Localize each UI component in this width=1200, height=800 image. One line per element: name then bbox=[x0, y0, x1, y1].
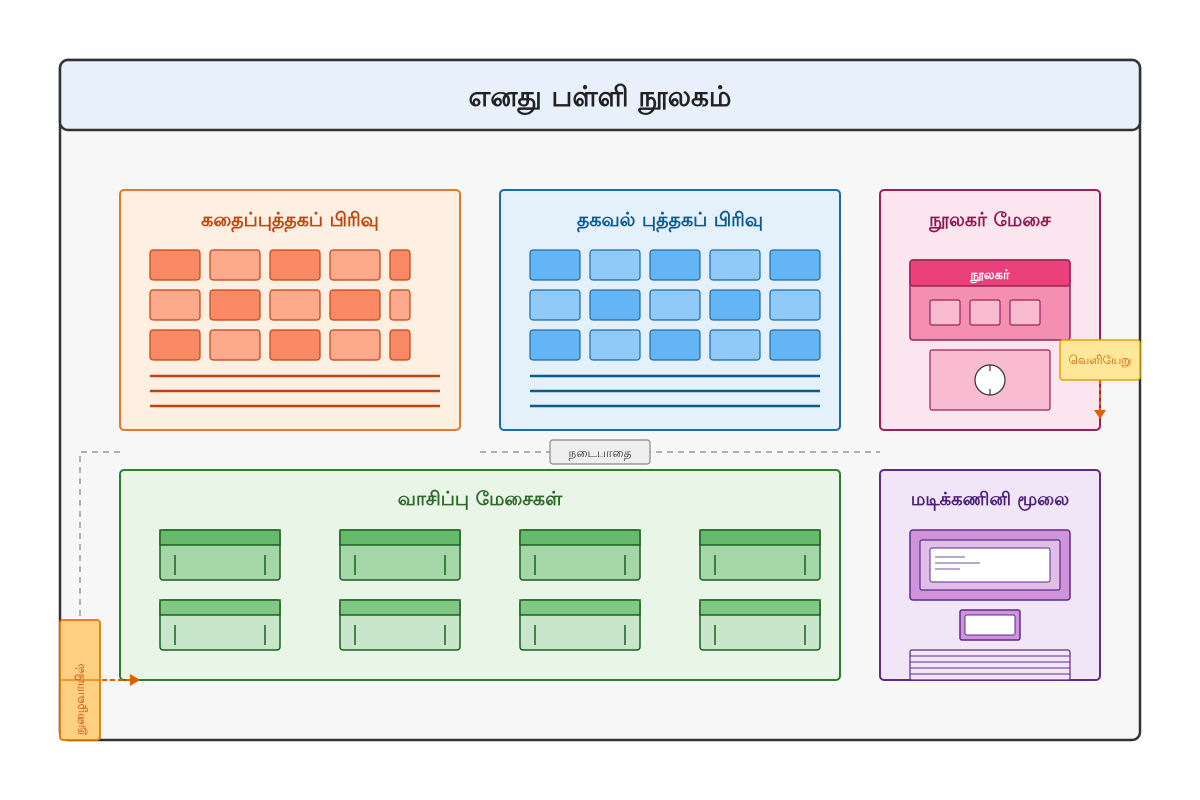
entrance-label: நுழைவாயில் bbox=[73, 664, 88, 735]
shelf-book bbox=[389, 329, 411, 361]
librarian-desk-header bbox=[909, 259, 1071, 287]
reading-table bbox=[339, 599, 461, 651]
entrance-marker: நுழைவாயில் bbox=[59, 619, 140, 741]
laptop-keypad bbox=[964, 614, 1016, 636]
librarian-zone-title: நூலகர் மேசை bbox=[928, 209, 1051, 233]
shelf-book bbox=[649, 249, 701, 281]
shelf-book bbox=[769, 249, 821, 281]
reading-table bbox=[519, 529, 641, 581]
nonfiction-zone: தகவல் புத்தகப் பிரிவு bbox=[499, 189, 841, 431]
shelf-book bbox=[649, 329, 701, 361]
reading-table bbox=[519, 599, 641, 651]
reading-table bbox=[159, 599, 281, 651]
walkway-path bbox=[79, 451, 880, 700]
nonfiction-shelves bbox=[529, 249, 821, 361]
desk-drawer bbox=[1009, 299, 1041, 326]
shelf-book bbox=[269, 249, 321, 281]
shelf-book bbox=[709, 249, 761, 281]
fiction-zone-title: கதைப்புத்தகப் பிரிவு bbox=[201, 209, 379, 233]
fiction-zone: கதைப்புத்தகப் பிரிவு bbox=[119, 189, 461, 431]
exit-label: வெளியேறு bbox=[1069, 353, 1132, 368]
shelf-book bbox=[209, 249, 261, 281]
librarian-zone: நூலகர் மேசை நூலகர் bbox=[879, 189, 1101, 431]
nonfiction-lines bbox=[530, 374, 820, 408]
shelf-book bbox=[529, 289, 581, 321]
shelf-book bbox=[209, 329, 261, 361]
reading-tables bbox=[159, 529, 821, 651]
title-bar bbox=[58, 58, 1142, 132]
shelf-book bbox=[589, 249, 641, 281]
walkway-label-box bbox=[549, 439, 651, 465]
shelf-book bbox=[589, 289, 641, 321]
keyboard bbox=[909, 649, 1071, 681]
reading-zone: வாசிப்பு மேசைகள் bbox=[119, 469, 841, 681]
reading-table bbox=[339, 529, 461, 581]
shelf-book bbox=[389, 289, 411, 321]
reading-zone-title: வாசிப்பு மேசைகள் bbox=[398, 488, 563, 510]
shelf-book bbox=[589, 329, 641, 361]
exit-marker: வெளியேறு bbox=[1059, 339, 1141, 419]
desk-drawer bbox=[969, 299, 1001, 326]
walkway-label: நடைபாதை bbox=[569, 446, 632, 460]
fiction-lines bbox=[150, 374, 440, 408]
shelf-book bbox=[769, 329, 821, 361]
shelf-book bbox=[769, 289, 821, 321]
reading-table bbox=[699, 599, 821, 651]
shelf-book bbox=[149, 289, 201, 321]
computer-zone: மடிக்கணினி மூலை bbox=[879, 469, 1101, 681]
librarian-desk-label: நூலகர் bbox=[969, 268, 1010, 283]
reading-table bbox=[699, 529, 821, 581]
shelf-book bbox=[329, 249, 381, 281]
reading-table bbox=[159, 529, 281, 581]
shelf-book bbox=[329, 329, 381, 361]
desk-drawer bbox=[929, 299, 961, 326]
entrance-arrow-head bbox=[130, 674, 140, 686]
computer-zone-title: மடிக்கணினி மூலை bbox=[911, 489, 1069, 511]
nonfiction-zone-title: தகவல் புத்தகப் பிரிவு bbox=[577, 209, 763, 233]
screen-window bbox=[929, 547, 1051, 583]
shelf-book bbox=[389, 249, 411, 281]
page-title: எனது பள்ளி நூலகம் bbox=[469, 80, 732, 116]
shelf-book bbox=[649, 289, 701, 321]
shelf-book bbox=[149, 249, 201, 281]
exit-arrow-head bbox=[1094, 410, 1106, 419]
shelf-book bbox=[529, 329, 581, 361]
fiction-shelves bbox=[149, 249, 411, 361]
shelf-book bbox=[149, 329, 201, 361]
shelf-book bbox=[329, 289, 381, 321]
shelf-book bbox=[709, 289, 761, 321]
shelf-book bbox=[709, 329, 761, 361]
shelf-book bbox=[529, 249, 581, 281]
shelf-book bbox=[269, 289, 321, 321]
shelf-book bbox=[209, 289, 261, 321]
shelf-book bbox=[269, 329, 321, 361]
